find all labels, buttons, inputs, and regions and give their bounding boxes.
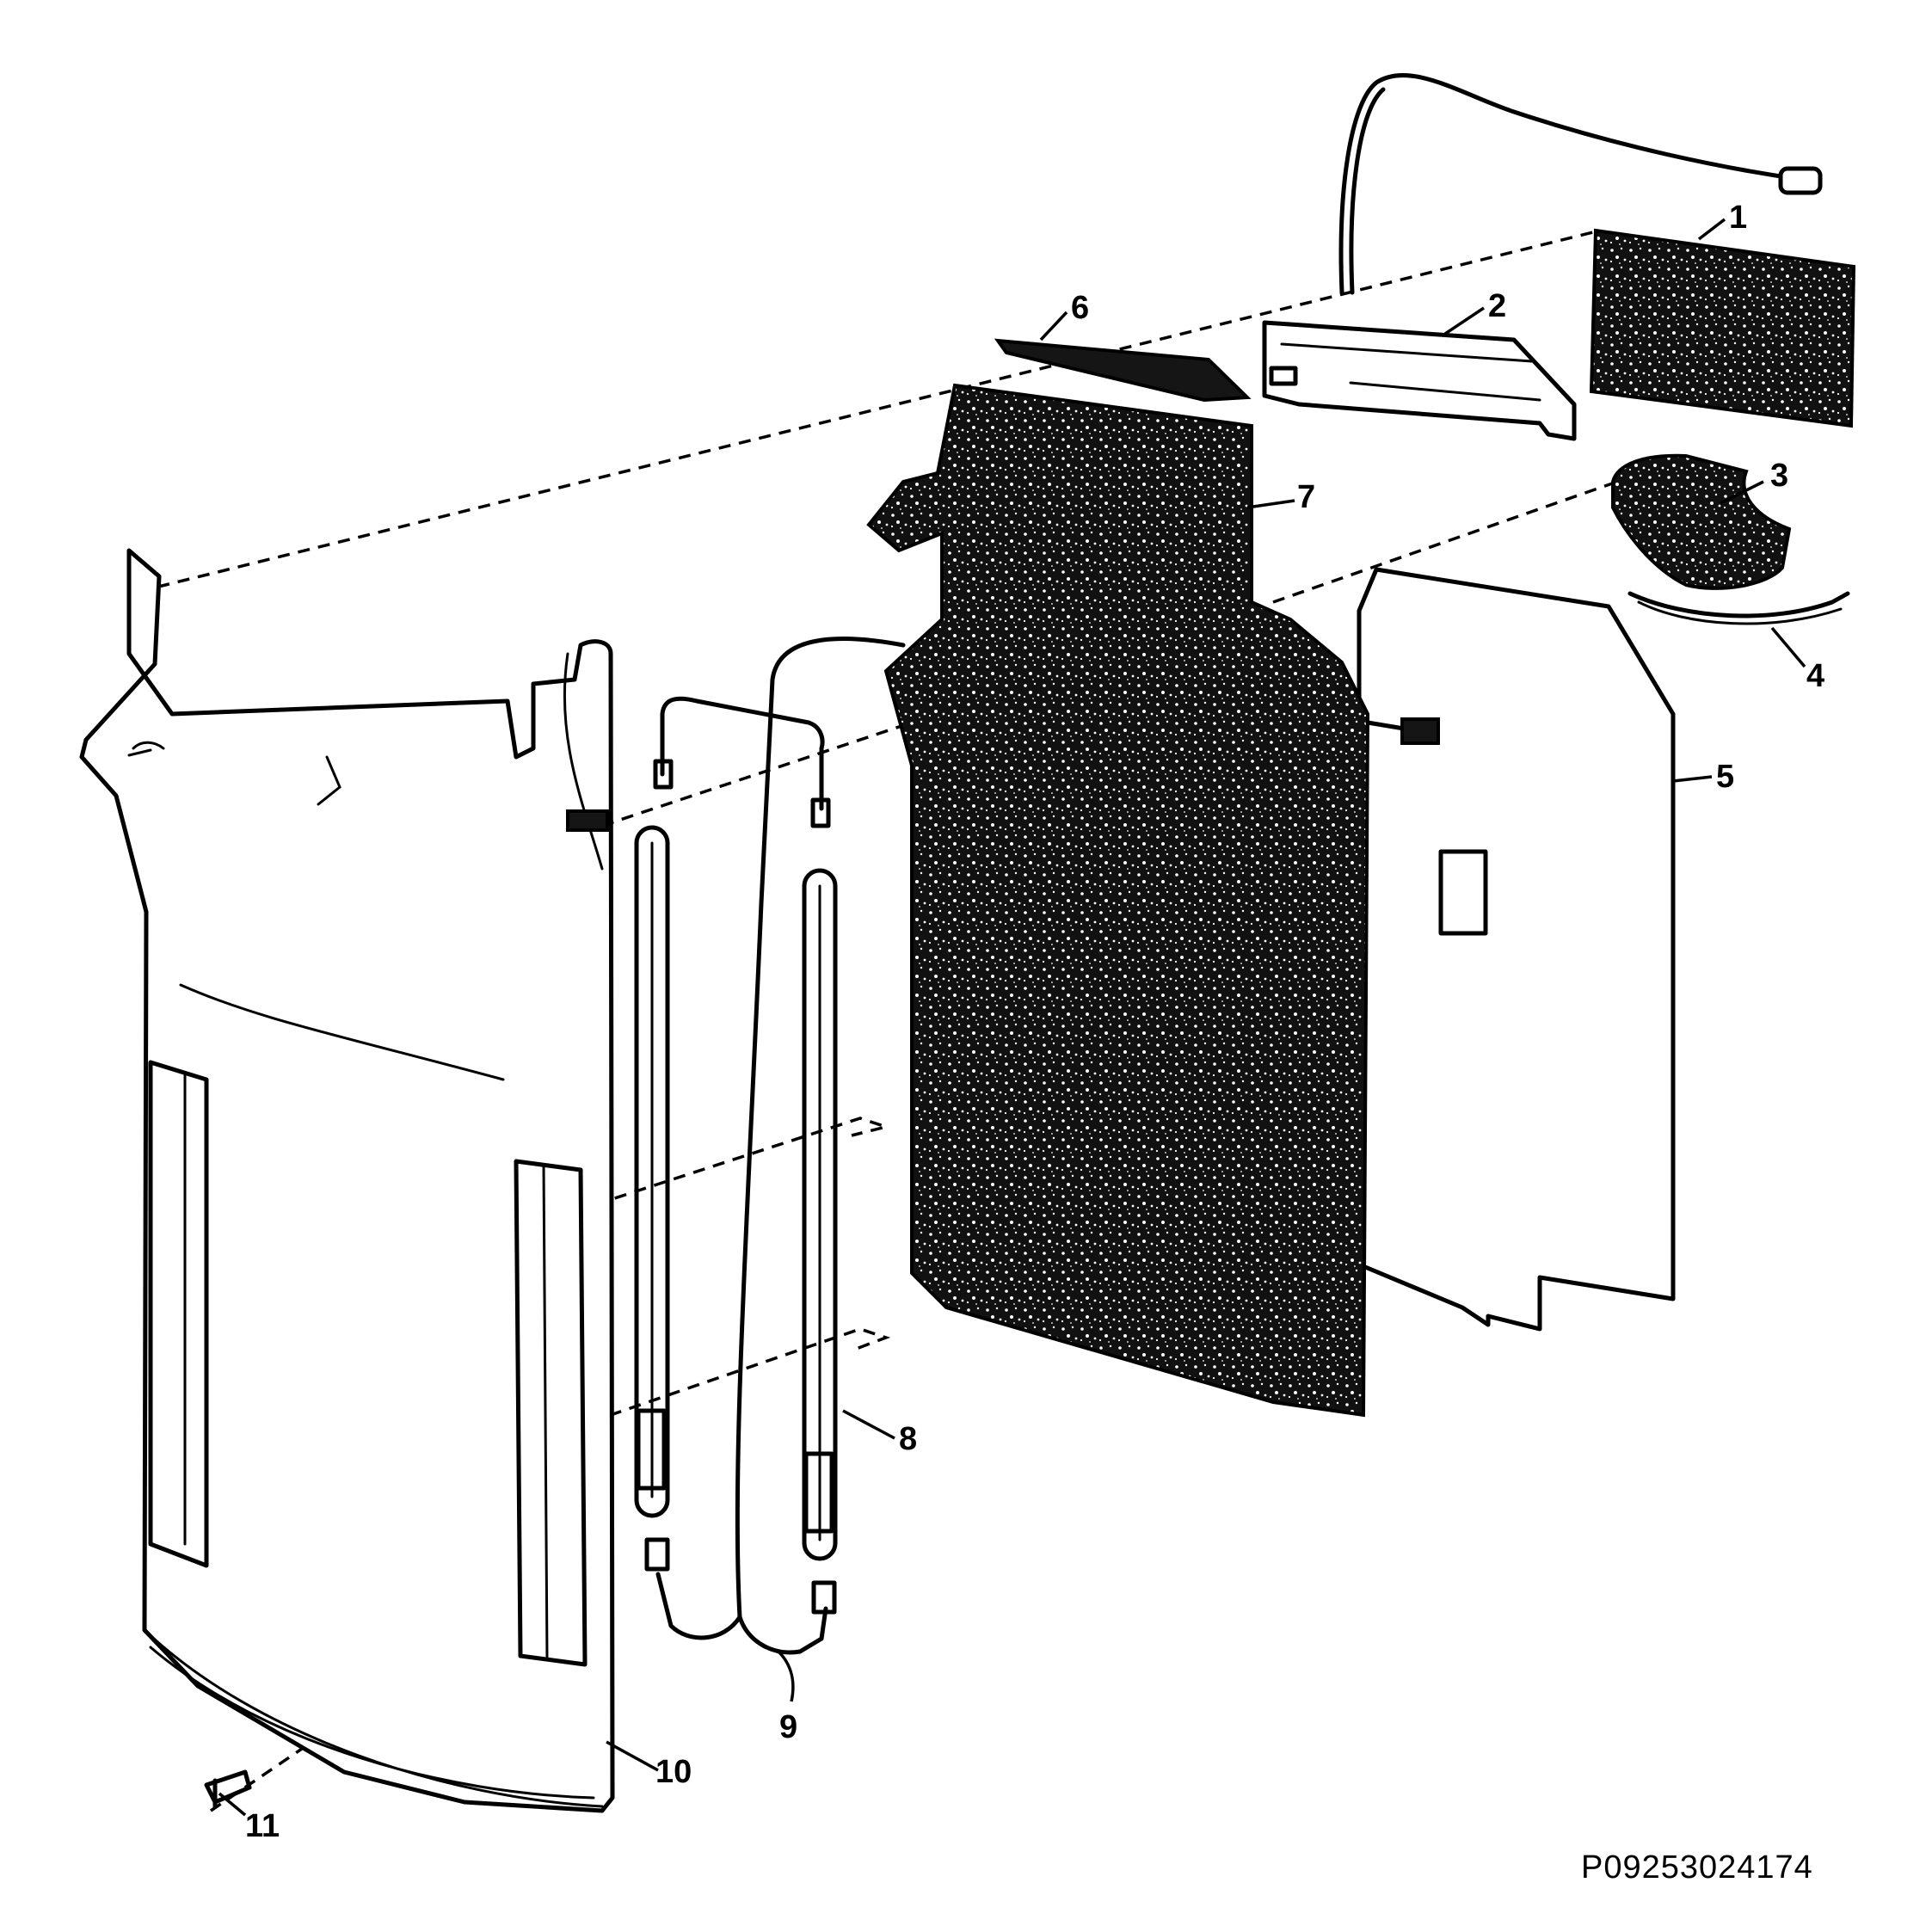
callout-4: 4 <box>1806 658 1824 694</box>
part-10-front-liner <box>79 548 615 1813</box>
part-2-control-housing <box>1262 73 1823 441</box>
part-4-drain-tube <box>1627 591 1850 625</box>
part-5-rear-panel <box>1357 567 1676 1332</box>
callout-11: 11 <box>245 1808 280 1844</box>
part-7-foam-insulation <box>866 383 1370 1418</box>
callout-8: 8 <box>899 1421 917 1457</box>
callout-3: 3 <box>1770 458 1788 494</box>
callout-labels: 1 2 3 4 5 6 7 8 9 10 11 <box>245 200 1824 1844</box>
part-9-wire-harness <box>644 637 1440 1655</box>
callout-2: 2 <box>1488 288 1506 324</box>
part-3-foam-piece <box>1611 453 1792 590</box>
callout-6: 6 <box>1071 290 1089 326</box>
part-8-heater-tubes <box>634 825 838 1561</box>
leader-lines <box>218 218 1806 1817</box>
callout-10: 10 <box>655 1754 692 1790</box>
part-11-screw <box>204 1769 252 1809</box>
diagram-part-number: P09253024174 <box>1581 1849 1813 1886</box>
part-6-strip <box>994 338 1252 403</box>
callout-1: 1 <box>1729 200 1747 236</box>
callout-5: 5 <box>1716 759 1734 795</box>
callout-9: 9 <box>779 1709 797 1745</box>
callout-7: 7 <box>1297 479 1315 515</box>
part-1-foam-block <box>1589 228 1856 428</box>
